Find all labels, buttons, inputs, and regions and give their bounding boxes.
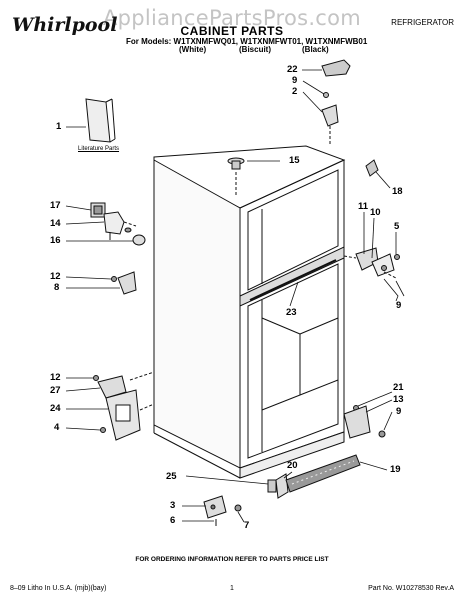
callout-12b: 12: [50, 372, 61, 383]
page-title: CABINET PARTS: [180, 24, 284, 38]
bushing: [132, 234, 146, 246]
center-hinge: [343, 247, 400, 279]
callout-16: 16: [50, 235, 61, 246]
category-label: REFRIGERATOR: [391, 18, 454, 27]
left-center-hinge: [111, 271, 137, 295]
callout-2: 2: [292, 86, 298, 97]
toe-grille: [285, 454, 361, 493]
callout-13: 13: [393, 394, 404, 405]
brand-logo: Whirlpool: [12, 14, 118, 36]
callout-9: 9: [292, 75, 298, 86]
screw-top: [323, 92, 329, 98]
callout-4: 4: [54, 422, 60, 433]
callout-22: 22: [287, 64, 298, 75]
literature-booklet: [85, 98, 116, 143]
callout-27: 27: [50, 385, 61, 396]
callout-18: 18: [392, 186, 403, 197]
top-hinge: [321, 104, 339, 127]
callout-5: 5: [394, 221, 400, 232]
callout-9c: 9: [396, 406, 402, 417]
models-line: For Models: W1TXNMFWQ01, W1TXNMFWT01, W1…: [126, 37, 368, 46]
hole-plug: [227, 157, 245, 195]
callout-21: 21: [393, 382, 404, 393]
page-number: 1: [230, 585, 234, 592]
callout-14: 14: [50, 218, 61, 229]
callout-15: 15: [289, 155, 300, 166]
lower-right-hinge: [343, 405, 386, 439]
callout-8: 8: [54, 282, 60, 293]
ordering-note: FOR ORDERING INFORMATION REFER TO PARTS …: [135, 556, 329, 563]
literature-parts-label: Literature Parts: [78, 146, 120, 152]
callout-23: 23: [286, 307, 297, 318]
grille-bracket: [275, 473, 289, 499]
callout-19: 19: [390, 464, 401, 475]
watermark: AppliancePartsPros.com: [102, 6, 362, 30]
color-black: (Black): [302, 45, 329, 54]
callout-10: 10: [370, 207, 381, 218]
hinge-cover-top: [321, 59, 351, 77]
callout-7: 7: [244, 520, 250, 531]
callout-3: 3: [170, 500, 176, 511]
callout-6: 6: [170, 515, 176, 526]
leveling-leg-rear: [267, 479, 277, 493]
callout-11: 11: [358, 201, 369, 212]
door-cam-assembly: [90, 202, 137, 240]
refrigerator-cabinet: [129, 145, 346, 479]
litho-info: 8–09 Litho In U.S.A. (mjb)(bay): [10, 585, 107, 592]
callout-1: 1: [56, 121, 62, 132]
door-stop: [365, 159, 379, 177]
callout-24: 24: [50, 403, 61, 414]
color-white: (White): [179, 45, 207, 54]
part-number: Part No. W10278530 Rev.A: [368, 585, 454, 592]
color-biscuit: (Biscuit): [239, 45, 271, 54]
lower-left-hinge-assembly: [93, 375, 155, 441]
callout-25: 25: [166, 471, 177, 482]
callout-20: 20: [287, 460, 298, 471]
callout-9b: 9: [396, 300, 402, 311]
callout-12: 12: [50, 271, 61, 282]
leveling-leg-front: [203, 495, 242, 526]
callout-17: 17: [50, 200, 61, 211]
